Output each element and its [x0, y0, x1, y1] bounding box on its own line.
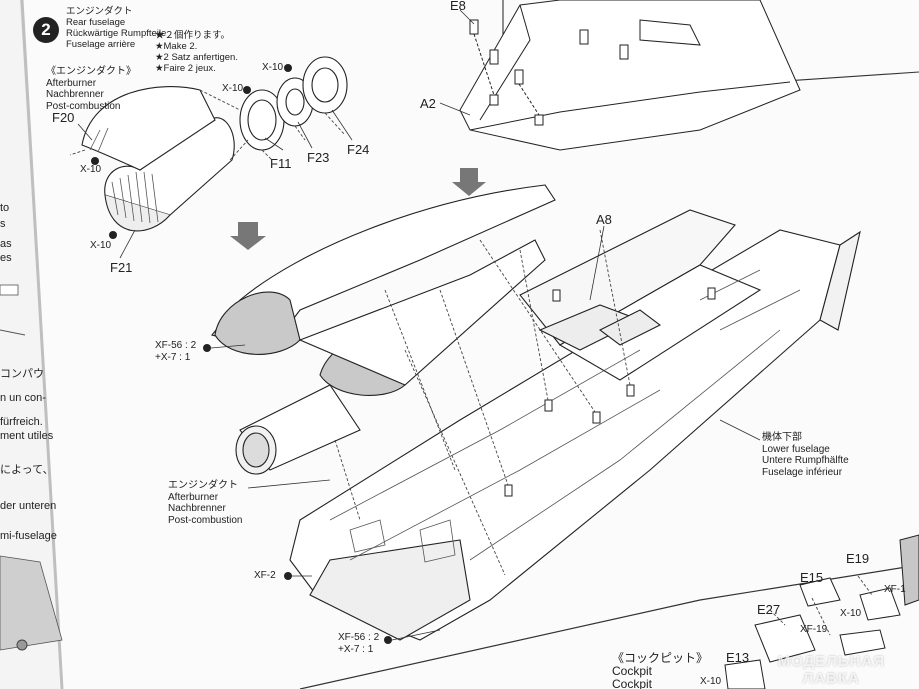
- afterburner-mid-jp: エンジンダクト: [168, 480, 238, 491]
- make-note-jp: ★２個作ります。: [155, 30, 231, 41]
- make-note-de: ★2 Satz anfertigen.: [155, 52, 238, 63]
- fuselage-pins: [504, 287, 716, 497]
- afterburner-top-fr: Post-combustion: [46, 100, 121, 112]
- afterburner-label-top: 《エンジンダクト》 Afterburner Nachbrenner Post-c…: [46, 66, 136, 112]
- step-heading-en: Rear fuselage: [66, 17, 126, 28]
- left-text-1: コンパウ: [0, 368, 44, 380]
- upper-nacelles: [211, 184, 556, 396]
- afterburner-label-mid: エンジンダクト Afterburner Nachbrenner Post-com…: [168, 480, 242, 526]
- left-page-wing: [0, 555, 63, 651]
- assembly-guides-top: [69, 89, 346, 161]
- lower-fuselage-de: Untere Rumpfhälfte: [762, 455, 849, 466]
- left-text-11: s: [0, 218, 6, 230]
- paint-xf56-bottom: XF-56 : 2 +X-7 : 1: [338, 632, 379, 655]
- watermark-line1: МОДЕЛЬНАЯ: [777, 653, 885, 670]
- left-page: [0, 0, 62, 689]
- step-number-badge: 2: [33, 17, 59, 43]
- paint-xf56-top-line2: +X-7 : 1: [155, 351, 191, 363]
- afterburner-mid-de: Nachbrenner: [168, 503, 226, 514]
- left-page-line: [0, 329, 26, 336]
- lower-fuselage-en: Lower fuselage: [762, 443, 830, 455]
- part-f23: F23: [307, 150, 330, 165]
- paint-xf56-top: XF-56 : 2 +X-7 : 1: [155, 340, 196, 363]
- left-text-4: ment utiles: [0, 430, 54, 442]
- left-text-5: によって、: [0, 464, 54, 476]
- assembly-guides-cockpit: [769, 575, 873, 636]
- paint-xf56-bottom-line1: XF-56 : 2: [338, 632, 380, 643]
- main-page: [22, 0, 919, 689]
- left-text-3: fürfreich.: [0, 416, 43, 428]
- afterburner-mid-fr: Post-combustion: [168, 514, 243, 526]
- part-f21: F21: [110, 260, 133, 275]
- afterburner-duct: [81, 86, 235, 232]
- paint-x10-d: X-10: [262, 62, 284, 73]
- cockpit-jp: 《コックピット》: [612, 651, 709, 665]
- part-e13: E13: [726, 650, 750, 665]
- lower-fuselage-label: 機体下部 Lower fuselage Untere Rumpfhälfte F…: [762, 432, 849, 478]
- part-e8: E8: [450, 0, 466, 13]
- assembly-guides-main: [334, 229, 631, 576]
- frame-line-bottom: [299, 564, 919, 689]
- cockpit-en: Cockpit: [612, 664, 653, 678]
- step-heading-fr: Fuselage arrière: [66, 39, 136, 50]
- part-e27: E27: [757, 602, 781, 617]
- paint-x10-c: X-10: [222, 83, 244, 94]
- make-note: ★２個作ります。 ★Make 2. ★2 Satz anfertigen. ★F…: [155, 30, 238, 74]
- part-f20: F20: [52, 110, 75, 125]
- afterburner-top-de: Nachbrenner: [46, 89, 104, 100]
- paint-x10-b: X-10: [90, 240, 112, 251]
- left-text-10: to: [0, 202, 10, 214]
- cockpit-de: Cockpit: [612, 677, 653, 689]
- leader-lines: [77, 9, 761, 489]
- step-heading: エンジンダクト Rear fuselage Rückwärtige Rumpft…: [66, 6, 166, 50]
- pins-e8: [469, 19, 629, 126]
- part-e15: E15: [800, 570, 824, 585]
- left-text-6: der unteren: [0, 500, 57, 512]
- paint-x10-a: X-10: [80, 164, 102, 175]
- part-f24: F24: [347, 142, 370, 157]
- left-page-part: [0, 284, 19, 296]
- lower-fuselage: [289, 209, 861, 641]
- afterburner-top-en: Afterburner: [46, 77, 97, 89]
- paint-xf2: XF-2: [254, 570, 276, 581]
- part-e19: E19: [846, 551, 870, 566]
- assembly-arrow-left: [230, 222, 266, 250]
- upper-fuselage-part: [459, 0, 801, 151]
- lower-fuselage-fr: Fuselage inférieur: [762, 466, 843, 478]
- make-note-fr: ★Faire 2 jeux.: [155, 63, 216, 74]
- paint-xf56-top-line1: XF-56 : 2: [155, 340, 197, 351]
- paint-x10-f: X-10: [700, 676, 722, 687]
- lower-fuselage-jp: 機体下部: [762, 432, 802, 443]
- paint-x10-e: X-10: [840, 608, 862, 619]
- left-text-8: as: [0, 238, 12, 250]
- page-fold: [20, 0, 64, 689]
- step-heading-de: Rückwärtige Rumpfteile: [66, 28, 167, 39]
- left-text-9: es: [0, 252, 12, 264]
- paint-leaders: [210, 344, 441, 641]
- nozzle-rings: [239, 56, 348, 151]
- part-a8: A8: [596, 212, 612, 227]
- assembly-arrow-right: [452, 168, 486, 196]
- cockpit-label: 《コックピット》 Cockpit Cockpit: [612, 652, 708, 689]
- paint-xf19: XF-19: [800, 624, 828, 635]
- afterburner-mid-en: Afterburner: [168, 491, 219, 503]
- step-heading-jp: エンジンダクト: [66, 6, 133, 17]
- left-text-7: mi-fuselage: [0, 530, 57, 542]
- part-f11: F11: [270, 156, 292, 171]
- left-page-knob: [16, 639, 28, 651]
- part-a2: A2: [420, 96, 436, 111]
- make-note-en: ★Make 2.: [155, 41, 198, 52]
- afterburner-top-jp: 《エンジンダクト》: [46, 66, 136, 77]
- paint-dots: [91, 64, 392, 644]
- watermark-line2: ЛАВКА: [802, 670, 860, 687]
- left-text-2: n un con-: [0, 392, 46, 404]
- paint-xf1: XF-1: [884, 584, 906, 595]
- watermark: МОДЕЛЬНАЯ ЛАВКА: [778, 653, 885, 687]
- cockpit-parts: [724, 534, 919, 689]
- paint-xf56-bottom-line2: +X-7 : 1: [338, 643, 374, 655]
